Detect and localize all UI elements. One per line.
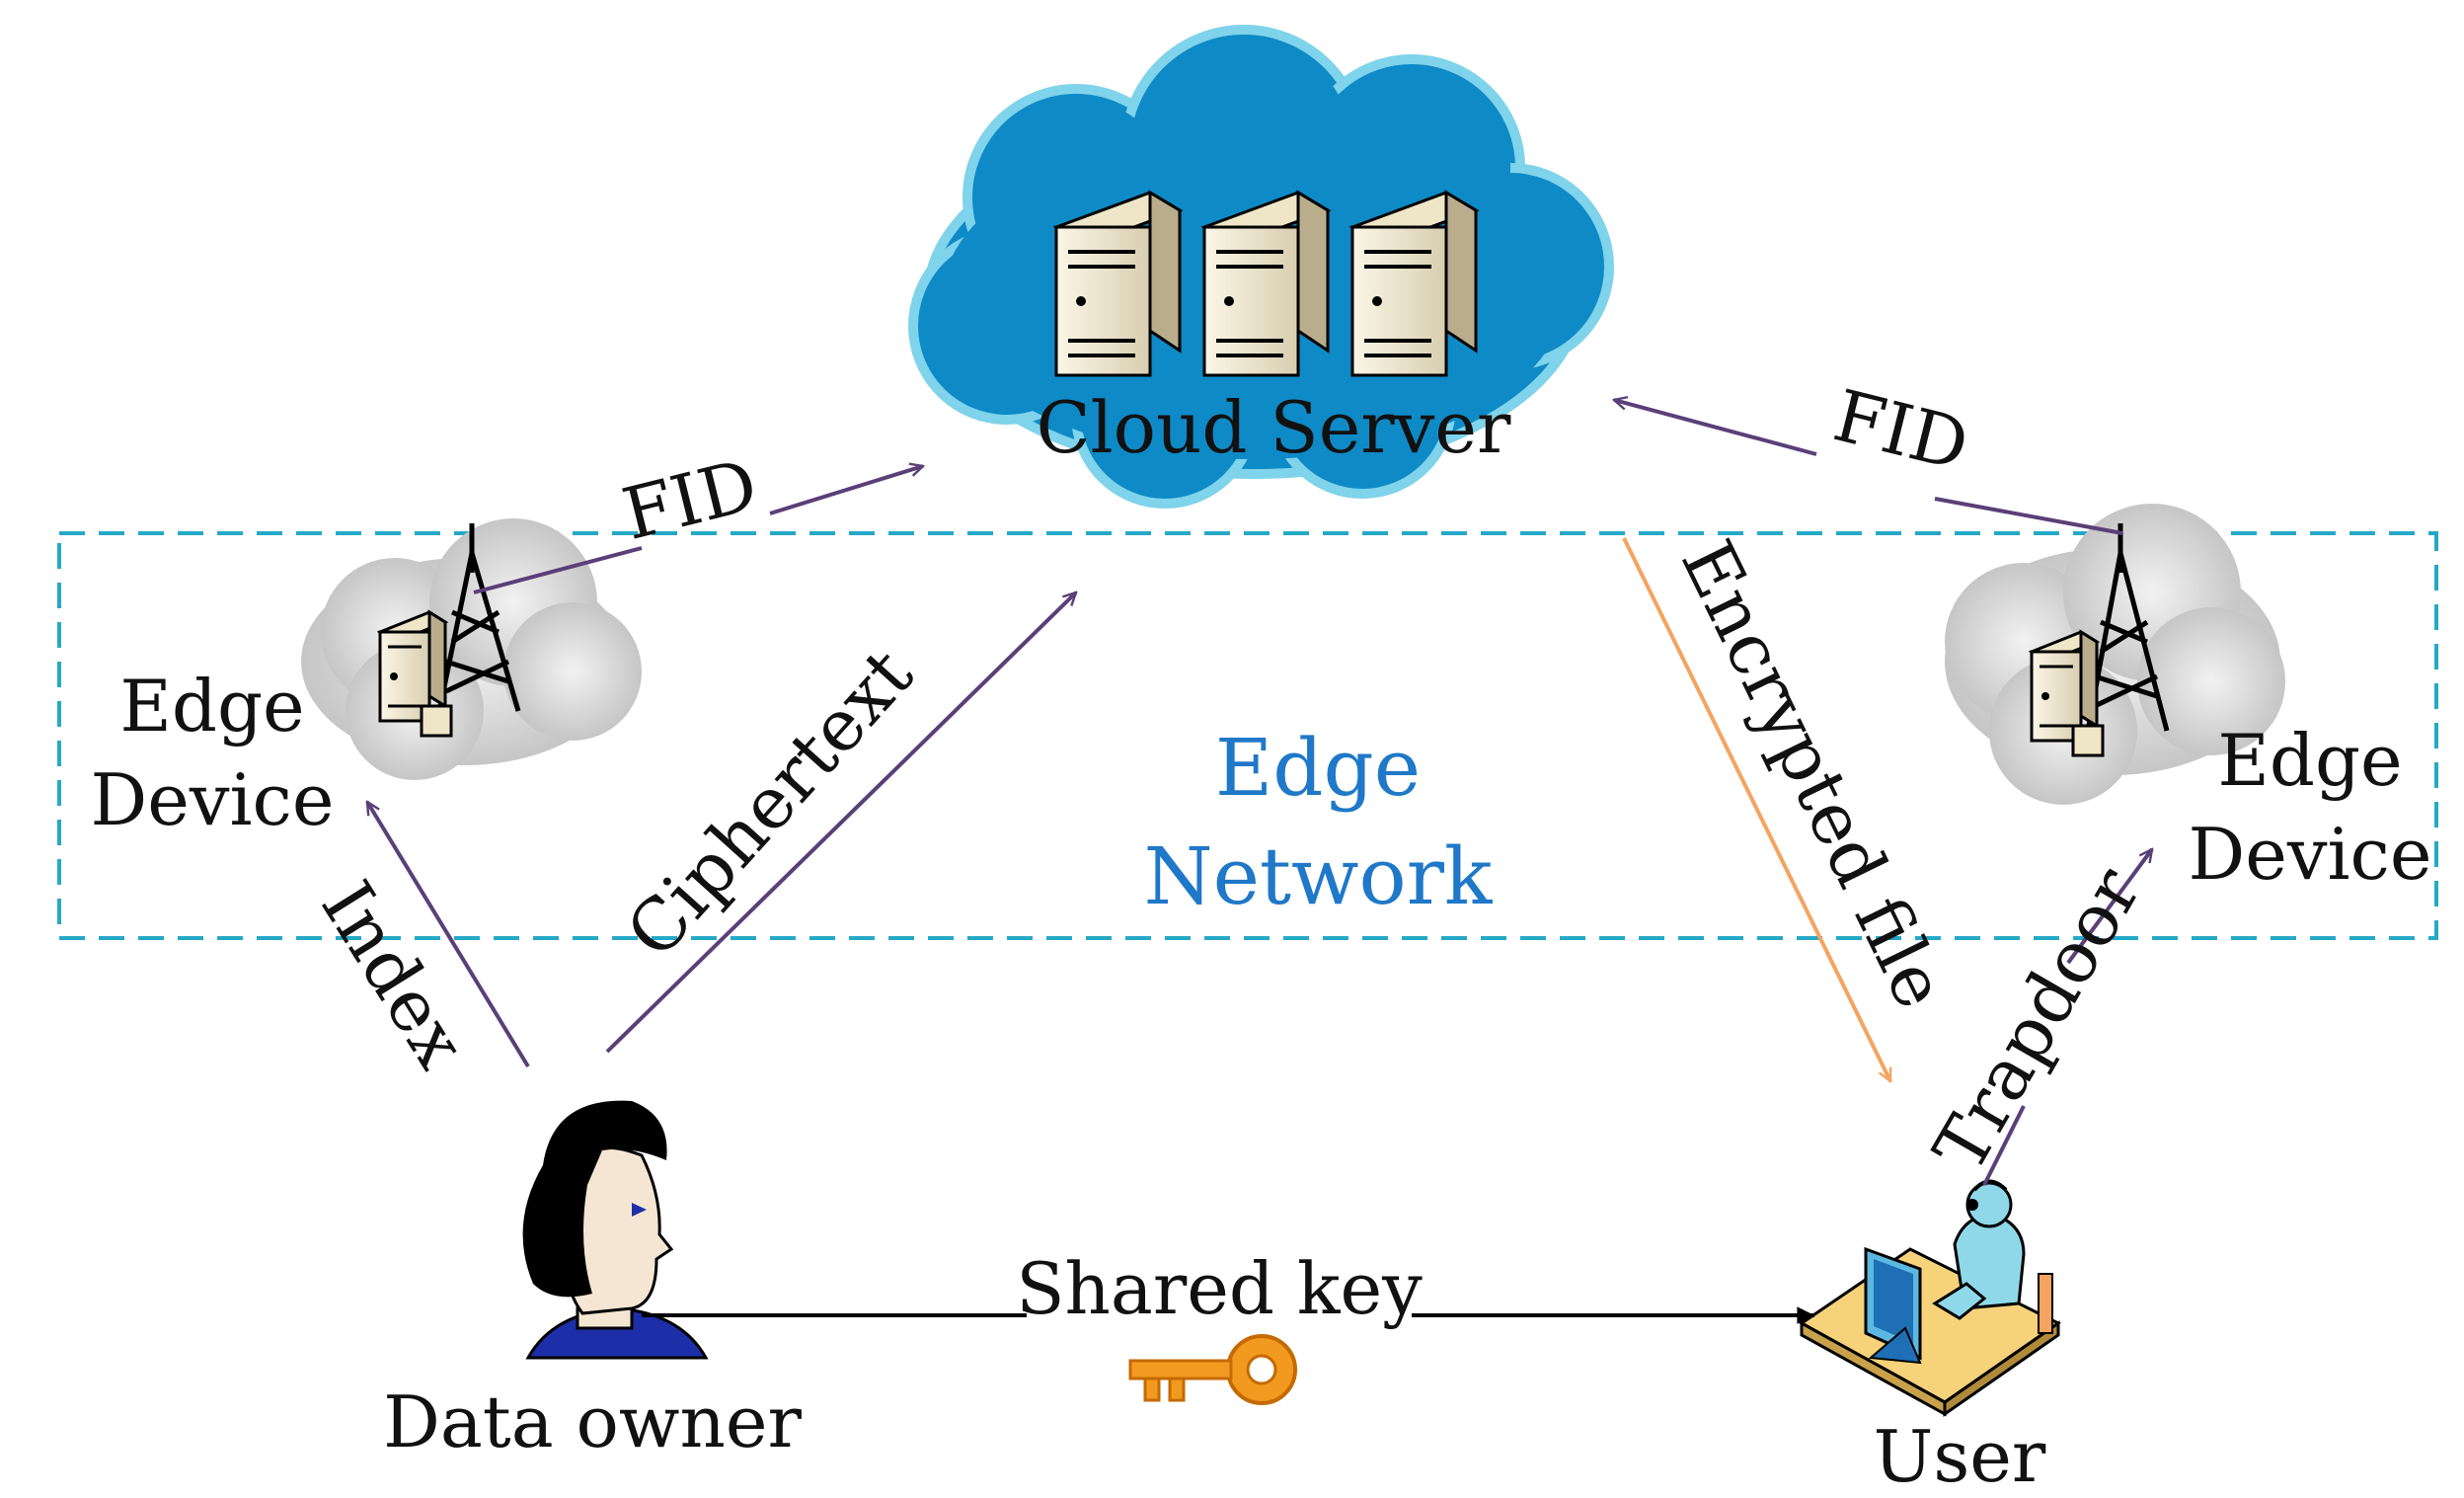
encrypted-file-label: Encrypted file <box>1665 527 1963 1020</box>
edge-device-right-line2: Device <box>2189 813 2432 896</box>
edge-device-right-line1: Edge <box>2217 719 2402 802</box>
edge-network-label-line1: Edge <box>1215 722 1421 814</box>
arrow-encrypted-file: Encrypted file <box>1622 527 1963 1081</box>
fid-left-label: FID <box>615 443 765 556</box>
user: User <box>1799 1179 2061 1498</box>
cloud-server-label: Cloud Server <box>1037 386 1511 469</box>
person-icon <box>522 1100 709 1360</box>
edge-server-icon <box>2028 629 2105 757</box>
user-at-desk-icon <box>1799 1179 2061 1417</box>
edge-cloud-icon <box>1945 504 2285 805</box>
ciphertext-label: Ciphertext <box>610 633 929 974</box>
edge-device-left-line2: Device <box>91 758 335 841</box>
cloud-server: Cloud Server <box>908 25 1614 509</box>
edge-server-icon <box>376 609 453 738</box>
edge-network-box <box>57 531 2438 940</box>
server-icon <box>1348 190 1480 377</box>
fid-right-label: FID <box>1826 374 1976 487</box>
user-label: User <box>1874 1415 2046 1498</box>
edge-device-right: Edge Device <box>1945 504 2431 896</box>
arrow-trapdoor: Trapdoor <box>1917 849 2157 1186</box>
arrow-fid-right: FID <box>1614 374 2123 535</box>
edge-network-label-line2: Network <box>1144 830 1494 922</box>
data-owner: Data owner <box>383 1100 802 1463</box>
server-icon <box>1200 190 1332 377</box>
server-icon <box>1052 190 1184 377</box>
antenna-tower-icon <box>436 523 521 712</box>
shared-key-label: Shared key <box>1016 1247 1423 1330</box>
arrow-index: Index <box>305 802 530 1082</box>
trapdoor-label: Trapdoor <box>1917 853 2156 1185</box>
arrow-ciphertext: Ciphertext <box>605 592 1076 1054</box>
key-icon <box>1128 1334 1297 1405</box>
index-label: Index <box>305 867 482 1082</box>
arrow-shared-key: Shared key <box>642 1247 1814 1330</box>
edge-device-left-line1: Edge <box>119 665 304 748</box>
data-owner-label: Data owner <box>383 1380 802 1463</box>
edge-device-left: Edge Device <box>91 518 642 841</box>
